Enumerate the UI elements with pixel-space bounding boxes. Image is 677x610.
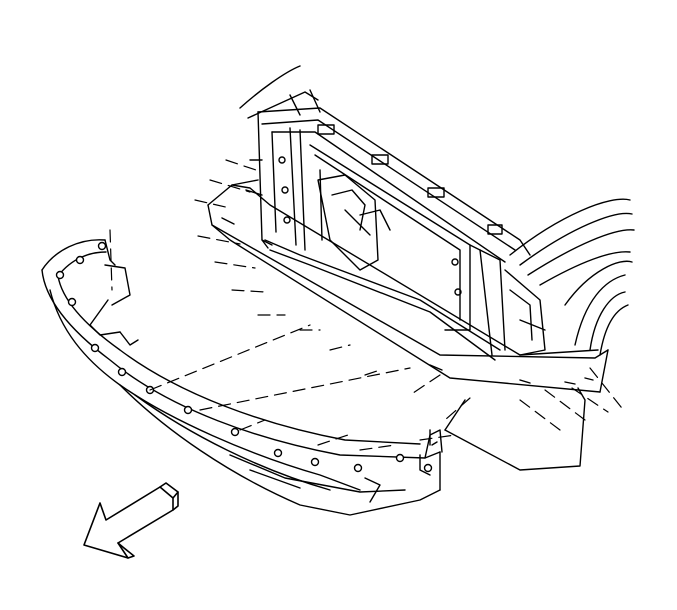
radiator-support <box>245 107 546 361</box>
front-direction-arrow-icon <box>83 482 179 559</box>
alignment-lines <box>109 159 626 451</box>
bumper-impact-bar <box>207 179 609 393</box>
fender-right <box>509 198 635 356</box>
front-bumper-fascia <box>41 239 443 516</box>
fascia-right-panel <box>429 387 586 471</box>
fascia-fastener <box>55 241 433 473</box>
